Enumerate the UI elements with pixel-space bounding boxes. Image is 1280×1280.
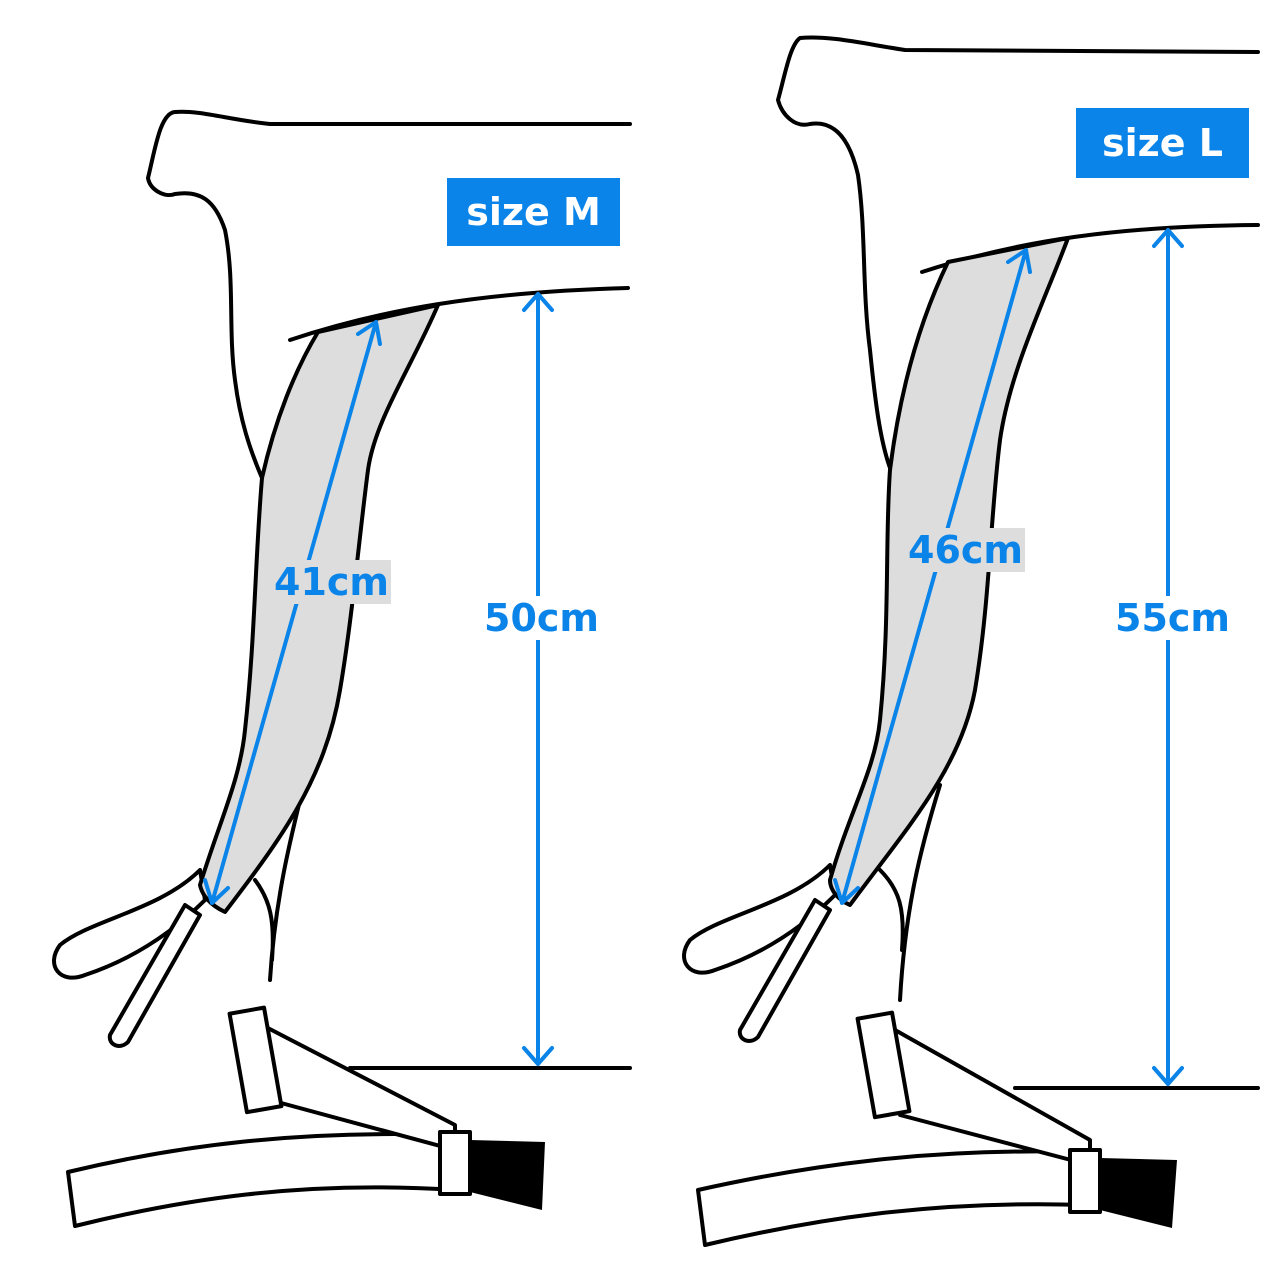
size-l-badge: size L bbox=[1076, 108, 1249, 178]
hip-strap-lines bbox=[878, 783, 942, 1002]
belt-buckle-frame bbox=[438, 1130, 472, 1196]
strap-length-arrow-m bbox=[203, 320, 382, 905]
backpack-size-m bbox=[52, 109, 632, 1228]
back-length-label-l: 55cm bbox=[1113, 596, 1233, 640]
back-panel-outline bbox=[776, 35, 1260, 470]
hipbelt bbox=[696, 1149, 1087, 1247]
hipbelt-wing bbox=[260, 1023, 457, 1152]
size-m-badge: size M bbox=[447, 178, 620, 246]
adjuster-strap bbox=[737, 898, 832, 1043]
belt-buckle bbox=[1100, 1158, 1177, 1228]
back-length-arrow-m bbox=[522, 292, 554, 1066]
strap-length-label-m: 41cm bbox=[272, 560, 392, 604]
back-length-label-m: 50cm bbox=[482, 596, 602, 640]
strap-length-label-l: 46cm bbox=[906, 528, 1026, 572]
load-lifter-loop bbox=[682, 863, 837, 975]
back-length-arrow-l bbox=[1152, 228, 1184, 1086]
load-lifter-loop bbox=[52, 868, 207, 980]
side-buckle bbox=[855, 1010, 912, 1120]
shoulder-strap-m bbox=[198, 303, 440, 914]
hipbelt bbox=[66, 1132, 457, 1228]
strap-length-arrow-l bbox=[833, 248, 1032, 905]
hipbelt-wing bbox=[893, 1028, 1092, 1167]
backpack-size-l bbox=[682, 35, 1260, 1247]
belt-buckle-frame bbox=[1068, 1148, 1102, 1214]
side-buckle bbox=[227, 1005, 284, 1115]
adjuster-strap bbox=[107, 903, 202, 1048]
belt-buckle bbox=[470, 1140, 545, 1210]
back-panel-outline bbox=[146, 109, 632, 480]
